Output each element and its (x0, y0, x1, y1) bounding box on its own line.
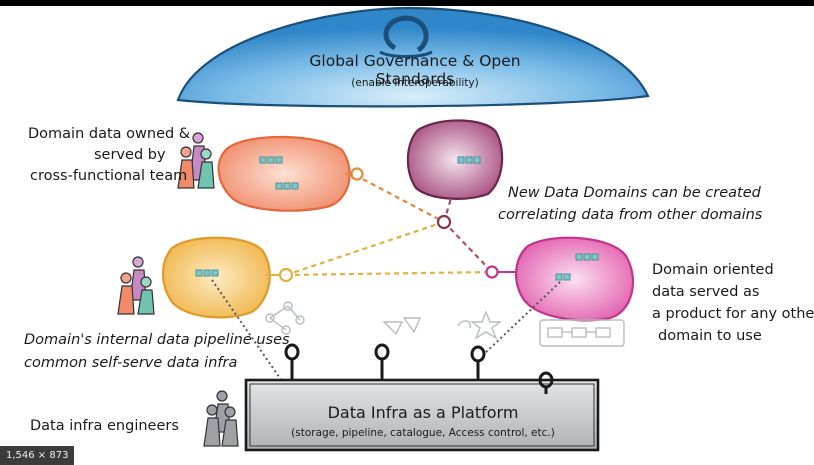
connector-purple-to-hub (442, 184, 457, 223)
team-yellow-people-icon (117, 256, 155, 315)
label-domain-oriented-line3: a product for any other (652, 306, 814, 322)
connector-orange-to-hub (354, 174, 445, 223)
network-graph-icon (265, 301, 305, 335)
platform-title: Data Infra as a Platform (327, 403, 519, 422)
plug-2 (374, 343, 390, 380)
label-domain-oriented-line2: data served as (652, 284, 760, 300)
label-pipeline-line2: common self-serve data infra (24, 355, 238, 371)
image-size-badge: 1,546 × 873 (0, 446, 75, 465)
plug-4 (538, 371, 554, 394)
label-domain-oriented-line1: Domain oriented (652, 262, 774, 278)
governance-title: Global Governance & Open Standards (309, 52, 521, 88)
label-pipeline-line1: Domain's internal data pipeline uses (24, 332, 290, 348)
label-infra-engineers: Data infra engineers (30, 418, 179, 434)
governance-dome (176, 6, 650, 108)
self-serve-dotted-links (211, 279, 561, 385)
label-domain-owned-line2: served by (94, 147, 166, 163)
connector-yellow-to-hub (285, 220, 445, 277)
port-pink (485, 265, 499, 279)
domain-connections (285, 174, 493, 277)
top-border (0, 0, 814, 6)
label-domain-oriented-line4: domain to use (658, 328, 762, 344)
domain-yellow (161, 236, 294, 319)
port-yellow (278, 267, 294, 283)
star-icon (457, 310, 503, 340)
domain-orange (217, 135, 364, 212)
domain-pink (485, 236, 634, 322)
connector-yellow-to-pink (285, 270, 493, 277)
port-orange (350, 167, 364, 181)
hub-port (436, 214, 452, 230)
platform-plugs (284, 343, 554, 394)
infra-engineers-people-icon (203, 390, 239, 447)
team-orange-people-icon (177, 132, 215, 189)
infra-tools-sketches (265, 301, 625, 347)
pipeline-flow-icon (539, 319, 625, 347)
funnel-icon (382, 317, 422, 336)
domain-purple (406, 119, 504, 200)
label-new-domains-line1: New Data Domains can be created (508, 185, 761, 201)
plug-1 (284, 343, 300, 380)
label-domain-owned-line1: Domain data owned & (28, 126, 191, 142)
plug-3 (470, 345, 486, 380)
data-infra-platform (244, 378, 600, 452)
label-new-domains-line2: correlating data from other domains (498, 207, 763, 223)
label-domain-owned-line3: cross-functional team (30, 168, 188, 184)
platform-subtitle: (storage, pipeline, catalogue, Access co… (291, 427, 555, 439)
connector-hub-to-pink (443, 221, 493, 273)
governance-subtitle: (enable interoperability) (351, 77, 479, 89)
